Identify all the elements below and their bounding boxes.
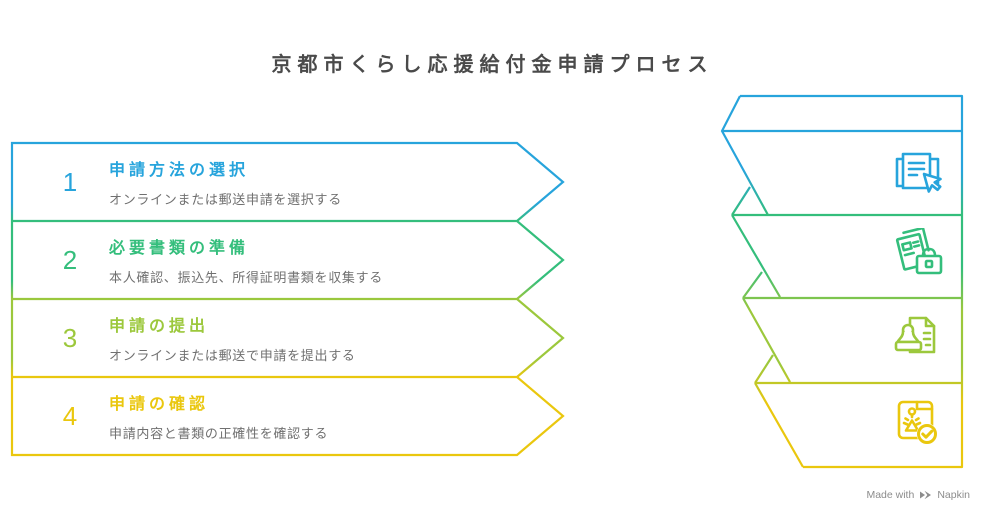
step-description: オンラインまたは郵送申請を選択する [109, 192, 342, 207]
step-title: 申請方法の選択 [109, 162, 250, 179]
step-number: 2 [62, 245, 78, 275]
step-row-3: 3 申請の提出 オンラインまたは郵送で申請を提出する [12, 299, 517, 377]
step-description: オンラインまたは郵送で申請を提出する [109, 348, 356, 363]
step-row-2: 2 必要書類の準備 本人確認、振込先、所得証明書類を収集する [12, 221, 517, 299]
made-with-napkin-link[interactable]: Made with Napkin [866, 489, 970, 501]
step-title: 申請の確認 [109, 396, 210, 413]
step-number: 1 [62, 167, 78, 197]
step-number: 3 [62, 323, 78, 353]
napkin-brand-label: Napkin [937, 489, 970, 501]
step-description: 申請内容と書類の正確性を確認する [109, 426, 329, 441]
document-click-icon [895, 152, 942, 193]
napkin-logo-icon [920, 490, 932, 500]
step-row-1: 1 申請方法の選択 オンラインまたは郵送申請を選択する [12, 143, 517, 221]
certificate-check-icon [897, 400, 938, 445]
step-row-4: 4 申請の確認 申請内容と書類の正確性を確認する [12, 377, 517, 455]
page-title: 京都市くらし応援給付金申請プロセス [271, 54, 714, 76]
step-number: 4 [62, 401, 78, 431]
step-title: 申請の提出 [109, 318, 210, 335]
documents-briefcase-icon [895, 228, 943, 275]
made-with-label: Made with [866, 489, 915, 501]
step-description: 本人確認、振込先、所得証明書類を収集する [109, 270, 384, 285]
stamp-document-icon [894, 316, 936, 354]
step-title: 必要書類の準備 [109, 240, 250, 257]
step-arrow-shapes [10, 141, 565, 457]
ribbon-cascade-shape [720, 94, 964, 469]
